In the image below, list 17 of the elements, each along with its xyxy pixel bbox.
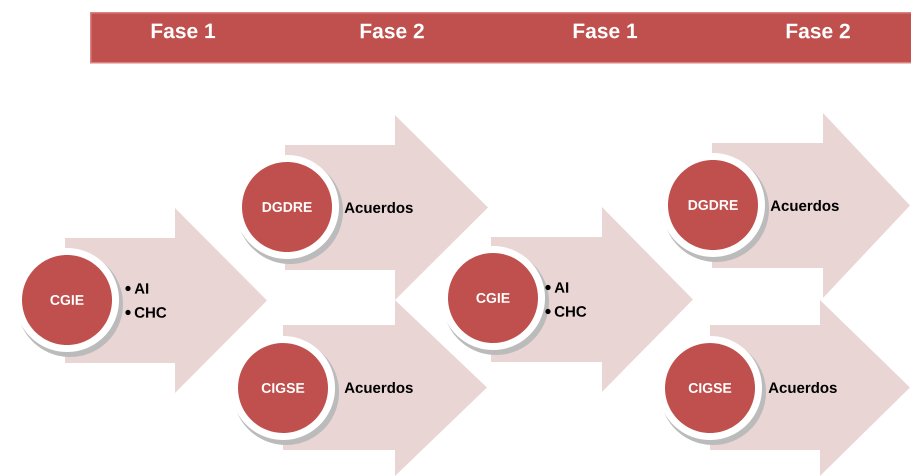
arrow-label: Acuerdos — [344, 202, 413, 213]
arrow-label: Acuerdos — [768, 382, 837, 393]
circle-badge: CIGSE — [658, 336, 766, 445]
header-band — [90, 12, 911, 64]
phase-label: Fase 2 — [360, 24, 424, 38]
circle-badge: CGIE — [15, 248, 123, 357]
bullet-item: CHC — [125, 307, 166, 318]
phase-label: Fase 2 — [786, 24, 850, 38]
circle-badge: CGIE — [441, 246, 549, 355]
arrow-label: Acuerdos — [344, 382, 413, 393]
circle-badge: DGDRE — [661, 153, 769, 262]
circle-badge: DGDRE — [235, 155, 343, 264]
phase-label: Fase 1 — [152, 24, 216, 38]
circle-badge: CIGSE — [231, 336, 339, 445]
phase-label: Fase 1 — [574, 24, 638, 38]
arrow-label: Acuerdos — [770, 200, 839, 211]
bullet-item: AI — [125, 283, 148, 294]
